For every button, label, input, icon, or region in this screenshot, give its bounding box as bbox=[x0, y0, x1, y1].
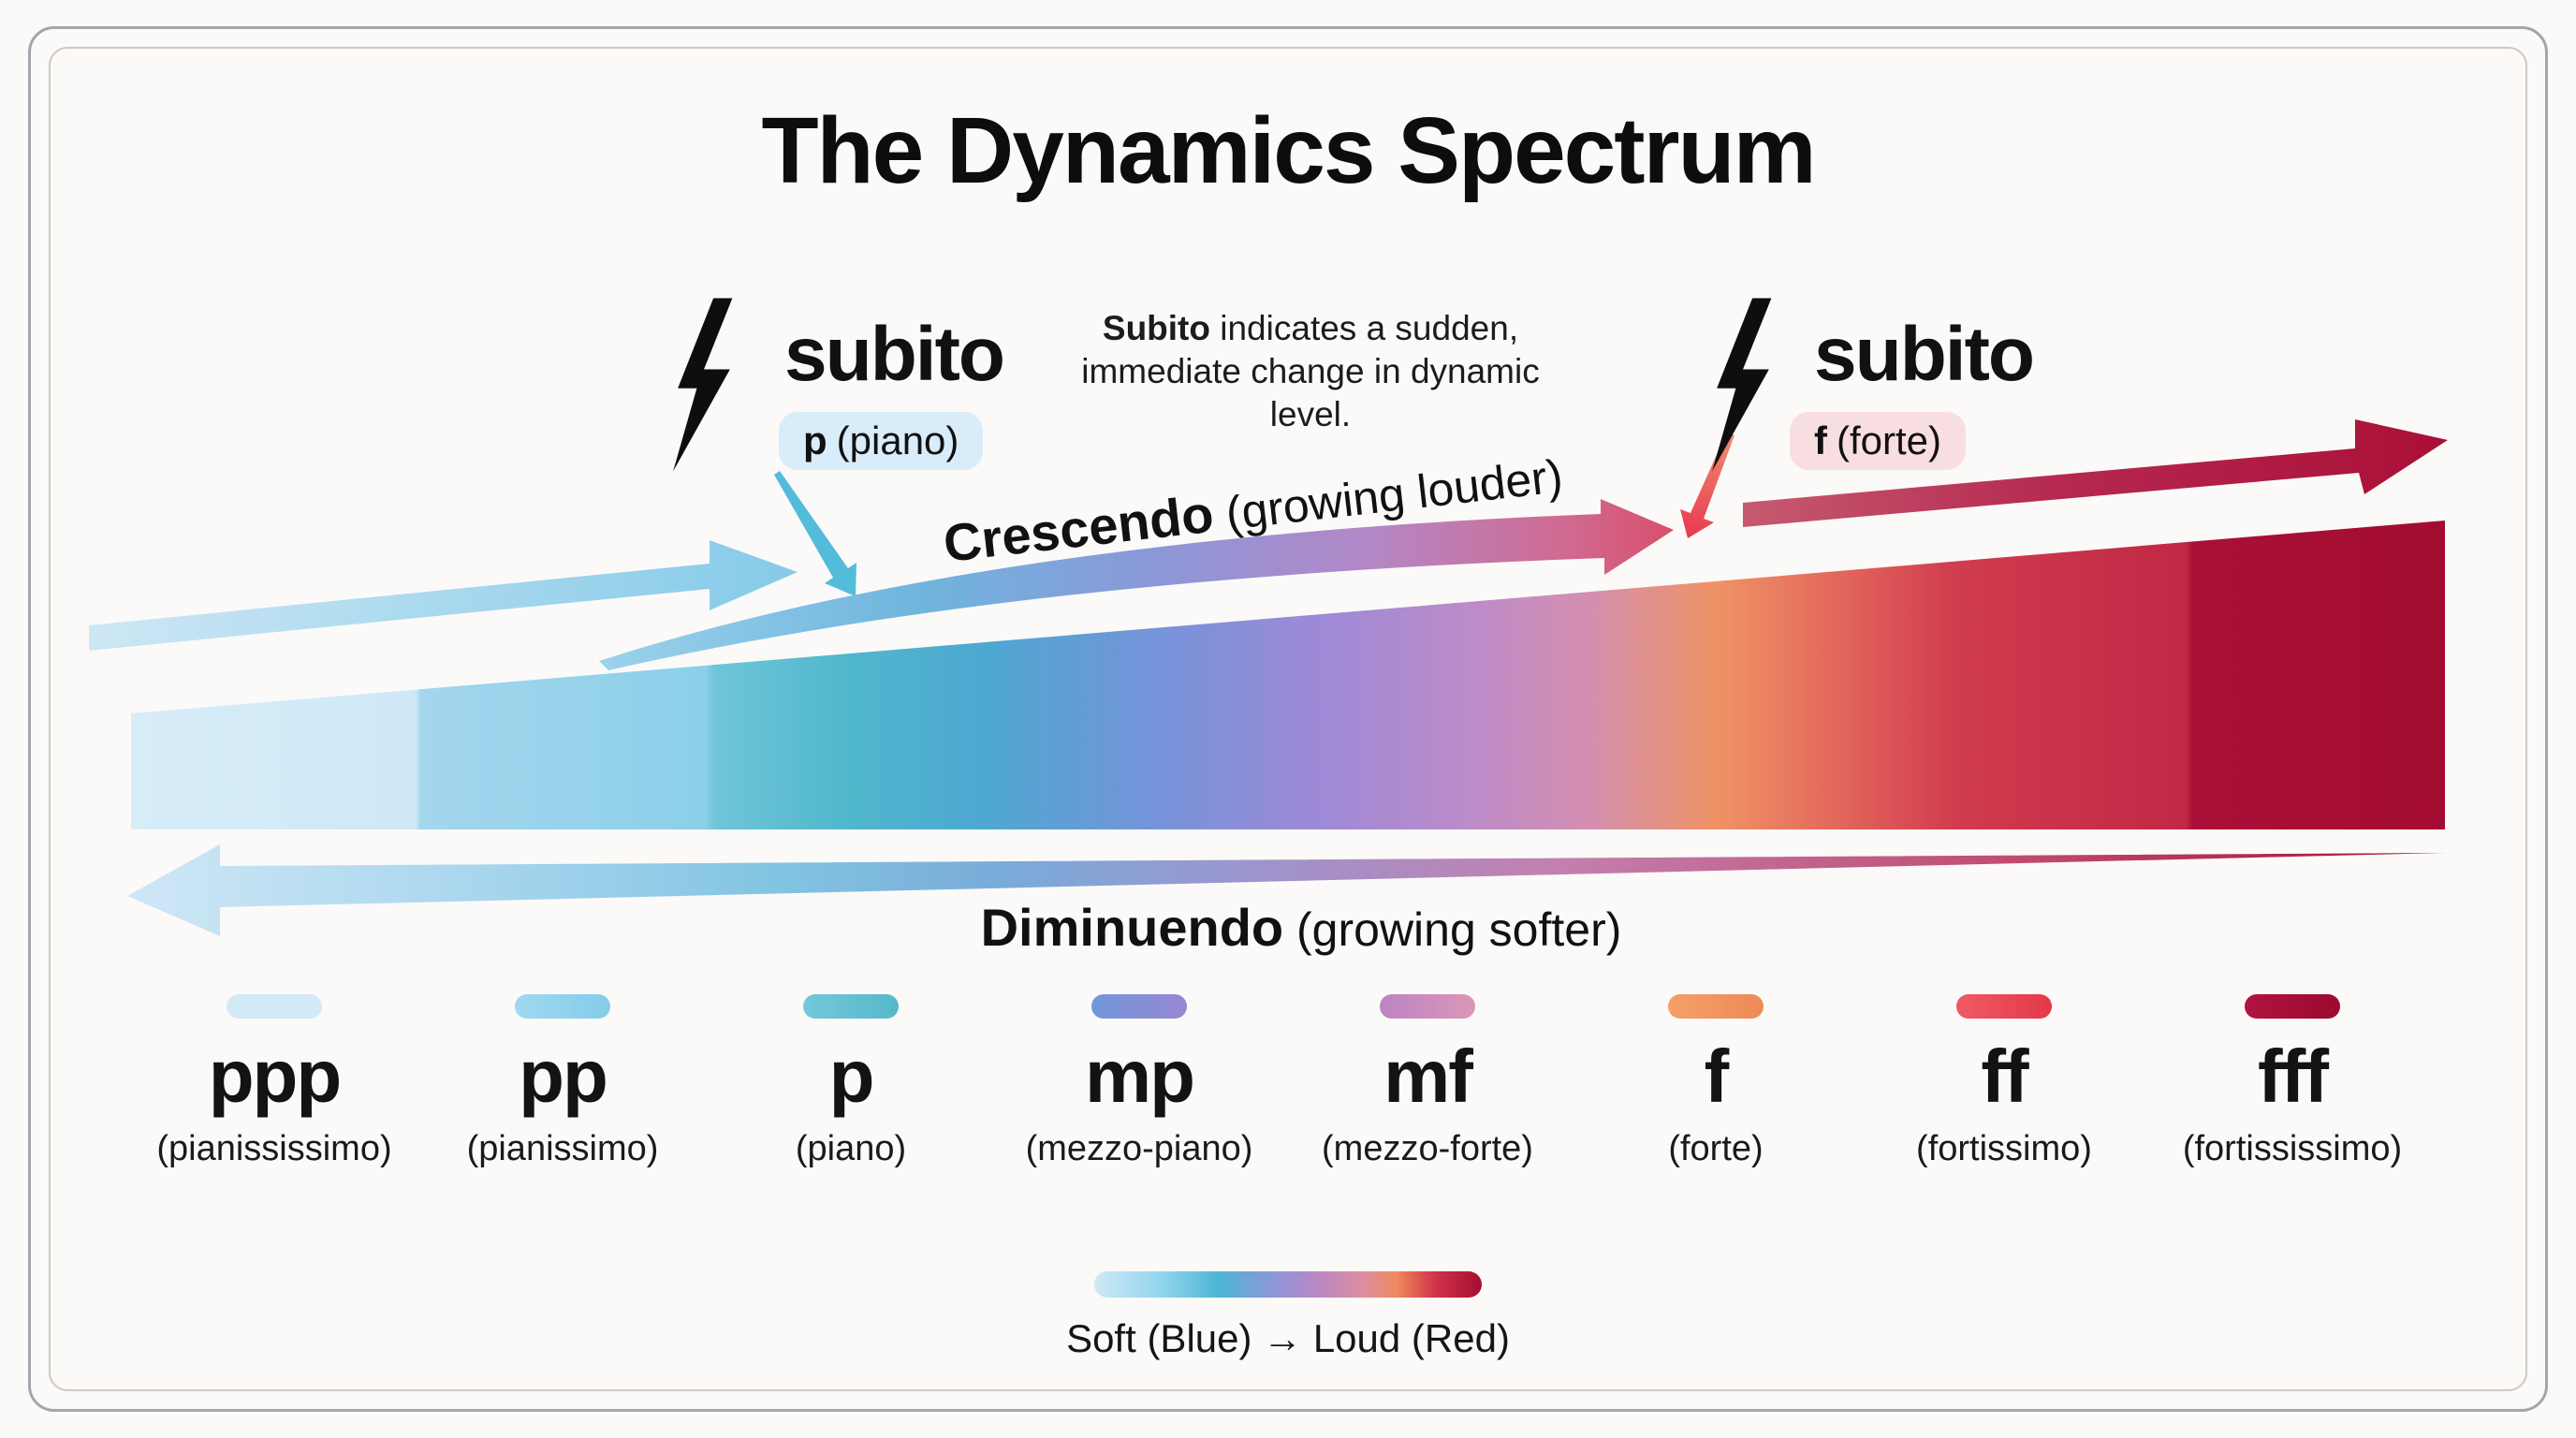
lightning-bolt-icon bbox=[1712, 298, 1772, 472]
dynamic-name: (fortissimo) bbox=[1916, 1129, 2092, 1168]
dynamic-name: (mezzo-forte) bbox=[1322, 1129, 1533, 1168]
dynamic-level-p: p (piano) bbox=[710, 994, 991, 1169]
page-title: The Dynamics Spectrum bbox=[761, 98, 1816, 203]
dynamic-level-mp: mp (mezzo-piano) bbox=[999, 994, 1280, 1169]
dynamic-level-pp: pp (pianissimo) bbox=[422, 994, 703, 1169]
dynamic-symbol: ff bbox=[1981, 1034, 2028, 1118]
diminuendo-label: Diminuendo (growing softer) bbox=[973, 897, 1629, 958]
dynamic-symbol: f bbox=[1704, 1034, 1730, 1118]
dynamic-symbol: mp bbox=[1085, 1034, 1195, 1118]
dynamic-name: (piano) bbox=[795, 1129, 907, 1168]
dynamic-name: (pianissimo) bbox=[466, 1129, 659, 1168]
subito-piano-pointer-arrow bbox=[774, 471, 856, 596]
color-swatch bbox=[2245, 994, 2340, 1019]
badge-symbol: f bbox=[1814, 418, 1827, 462]
spectrum-band bbox=[131, 521, 2445, 829]
color-swatch bbox=[1091, 994, 1187, 1019]
color-legend: Soft (Blue) → Loud (Red) bbox=[0, 1271, 2576, 1361]
dynamic-name: (fortississimo) bbox=[2182, 1129, 2403, 1168]
dynamic-name: (mezzo-piano) bbox=[1025, 1129, 1253, 1168]
diminuendo-word: Diminuendo bbox=[980, 898, 1284, 957]
badge-symbol: p bbox=[803, 418, 827, 462]
color-swatch bbox=[1668, 994, 1764, 1019]
color-swatch bbox=[1956, 994, 2052, 1019]
subito-forte-pointer-arrow bbox=[1680, 432, 1734, 538]
diminuendo-desc: (growing softer) bbox=[1283, 903, 1622, 956]
dynamic-level-fff: fff (fortississimo) bbox=[2152, 994, 2433, 1169]
legend-gradient-bar bbox=[1094, 1271, 1482, 1298]
subito-note-line2: immediate change in dynamic level. bbox=[1081, 352, 1540, 433]
diminuendo-arrow bbox=[127, 844, 2445, 936]
dynamic-name: (forte) bbox=[1668, 1129, 1764, 1168]
color-swatch bbox=[1380, 994, 1475, 1019]
soft-level-arrow bbox=[89, 540, 798, 651]
dynamic-symbol: mf bbox=[1383, 1034, 1473, 1118]
color-swatch bbox=[515, 994, 610, 1019]
subito-piano-label: subito bbox=[784, 312, 1005, 397]
legend-label: Soft (Blue) → Loud (Red) bbox=[1066, 1316, 1510, 1360]
subito-note: Subito indicates a sudden, immediate cha… bbox=[1048, 307, 1573, 436]
color-swatch bbox=[227, 994, 322, 1019]
dynamic-symbol: fff bbox=[2258, 1034, 2329, 1118]
dynamic-level-ff: ff (fortissimo) bbox=[1864, 994, 2144, 1169]
color-swatch bbox=[803, 994, 899, 1019]
badge-name: (forte) bbox=[1837, 418, 1942, 462]
lightning-bolt-icon bbox=[673, 298, 733, 472]
dynamic-level-f: f (forte) bbox=[1575, 994, 1856, 1169]
subito-forte-label: subito bbox=[1814, 312, 2035, 397]
dynamic-symbol: pp bbox=[519, 1034, 608, 1118]
dynamic-level-mf: mf (mezzo-forte) bbox=[1287, 994, 1568, 1169]
dynamic-symbol: ppp bbox=[208, 1034, 343, 1118]
dynamic-name: (pianississimo) bbox=[156, 1129, 392, 1168]
subito-note-bold: Subito bbox=[1102, 309, 1210, 347]
loud-level-arrow bbox=[1743, 419, 2448, 527]
crescendo-arrow bbox=[599, 499, 1674, 670]
dynamic-symbol: p bbox=[828, 1034, 875, 1118]
subito-piano-badge: p (piano) bbox=[779, 412, 984, 470]
subito-forte-badge: f (forte) bbox=[1790, 412, 1967, 470]
dynamic-level-ppp: ppp (pianississimo) bbox=[134, 994, 415, 1169]
subito-note-line1: indicates a sudden, bbox=[1209, 309, 1519, 347]
badge-name: (piano) bbox=[836, 418, 959, 462]
